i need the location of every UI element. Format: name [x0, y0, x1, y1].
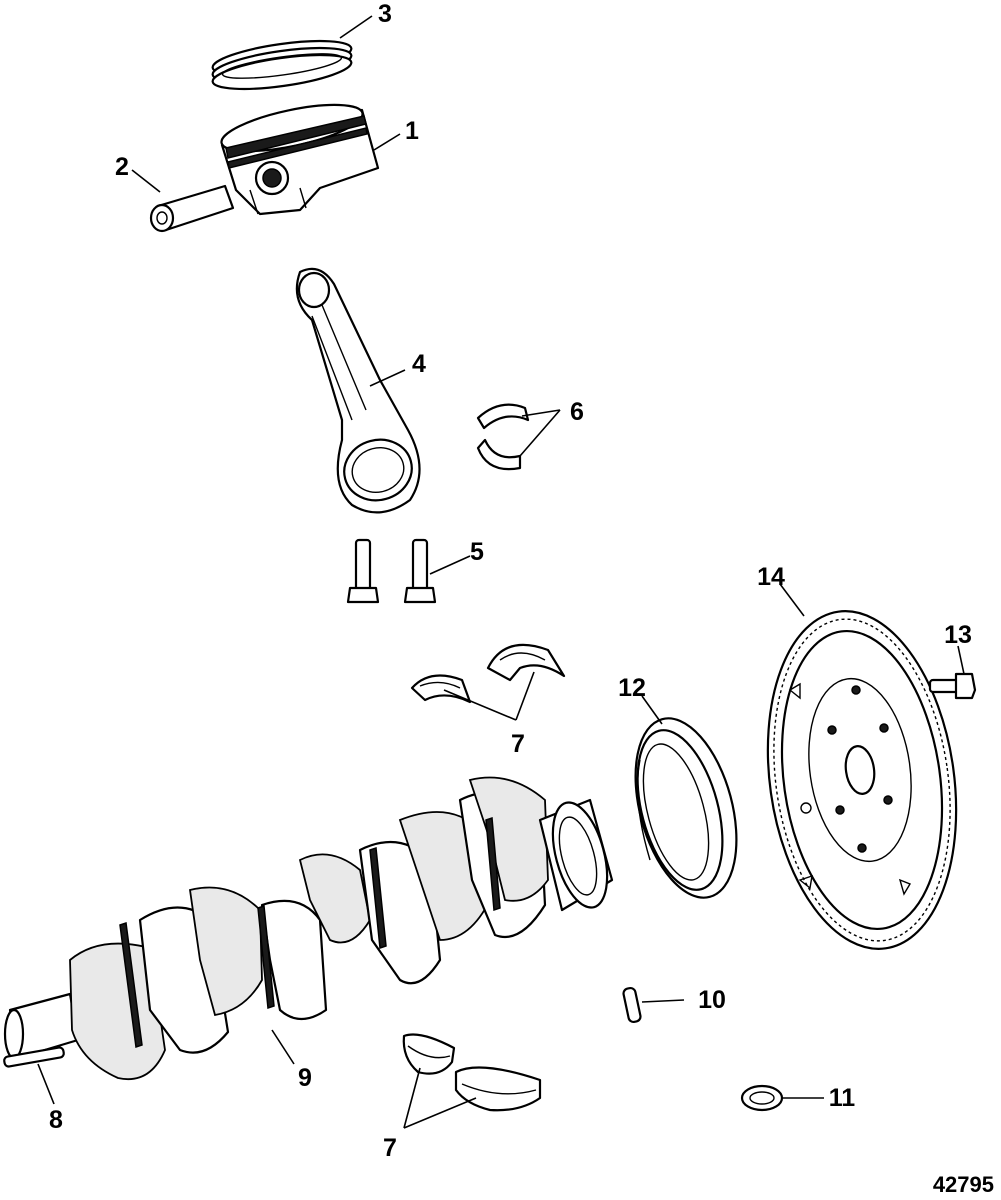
- callout-2: 2: [115, 153, 129, 181]
- dowel-pin: [622, 986, 642, 1024]
- callout-7-upper: 7: [511, 730, 525, 758]
- rear-main-seal: [634, 717, 738, 899]
- piston-pin: [149, 184, 235, 233]
- crankshaft: [3, 776, 614, 1080]
- callout-11: 11: [829, 1084, 856, 1112]
- figure-number: 42795: [933, 1172, 994, 1197]
- piston: [220, 103, 380, 216]
- main-bearings-upper: [410, 643, 566, 704]
- flywheel-bolt: [928, 672, 977, 700]
- callout-12: 12: [618, 674, 646, 702]
- piston-rings: [211, 39, 353, 91]
- callout-8: 8: [49, 1106, 63, 1134]
- callout-4: 4: [412, 350, 426, 378]
- connecting-rod: [295, 267, 421, 514]
- callout-3: 3: [378, 0, 392, 28]
- callout-10: 10: [698, 986, 726, 1014]
- callout-13: 13: [944, 621, 972, 649]
- rod-bolts: [346, 538, 437, 604]
- callout-9: 9: [298, 1064, 312, 1092]
- callout-7-lower: 7: [383, 1134, 397, 1162]
- rod-bearing-halves: [476, 403, 530, 471]
- flywheel: [766, 610, 958, 950]
- callout-5: 5: [470, 538, 484, 566]
- callout-1: 1: [405, 117, 419, 145]
- callout-14: 14: [757, 563, 785, 591]
- crank-key: [3, 1046, 65, 1068]
- callout-labels: 3 1 2 4 6 5 14 13 12 7 10 9 11 8 7 42795: [49, 0, 994, 1197]
- callout-6: 6: [570, 398, 584, 426]
- washer: [740, 1084, 784, 1112]
- leader-lines: [37, 15, 965, 1129]
